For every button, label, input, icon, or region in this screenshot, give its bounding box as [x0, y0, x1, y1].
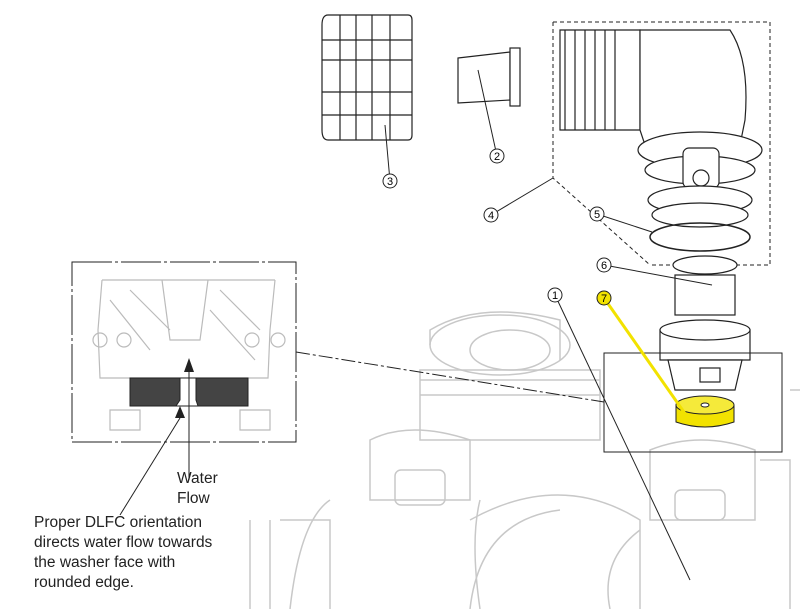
callout-4[interactable]: 4	[483, 207, 499, 223]
svg-text:5: 5	[594, 209, 600, 221]
callout-5[interactable]: 5	[589, 206, 605, 222]
svg-text:7: 7	[601, 293, 607, 305]
water-flow-label: Water Flow	[177, 469, 218, 509]
part-6-adapter	[659, 255, 751, 391]
svg-text:1: 1	[552, 290, 558, 302]
part-7-flow-control-washer	[675, 395, 735, 428]
callout-6[interactable]: 6	[596, 257, 612, 273]
part-4-elbow	[559, 29, 763, 228]
inset-cross-section	[71, 261, 297, 516]
callout-7[interactable]: 7	[596, 290, 612, 306]
note-line1: Proper DLFC orientation	[34, 514, 202, 531]
svg-text:6: 6	[601, 260, 607, 272]
note-line3: the washer face with	[34, 554, 176, 571]
svg-text:3: 3	[387, 176, 393, 188]
callout-1[interactable]: 1	[547, 287, 563, 303]
svg-text:4: 4	[488, 210, 494, 222]
callout-leaders	[384, 69, 713, 581]
part-5-oring	[649, 222, 751, 252]
callout-7-leader	[602, 297, 688, 416]
water-flow-line1: Water	[177, 470, 218, 487]
detail-leader-line	[295, 351, 605, 403]
water-flow-line2: Flow	[177, 490, 210, 507]
callout-3[interactable]: 3	[382, 173, 398, 189]
dlfc-orientation-note: Proper DLFC orientation directs water fl…	[34, 513, 212, 593]
part-3-cap	[321, 14, 413, 141]
part-2-insert	[457, 47, 521, 107]
callout-2[interactable]: 2	[489, 148, 505, 164]
note-line4: rounded edge.	[34, 574, 134, 591]
note-line2: directs water flow towards	[34, 534, 213, 551]
valve-body-faded	[249, 311, 800, 609]
detail-reference-box	[603, 352, 783, 453]
svg-text:2: 2	[494, 151, 500, 163]
